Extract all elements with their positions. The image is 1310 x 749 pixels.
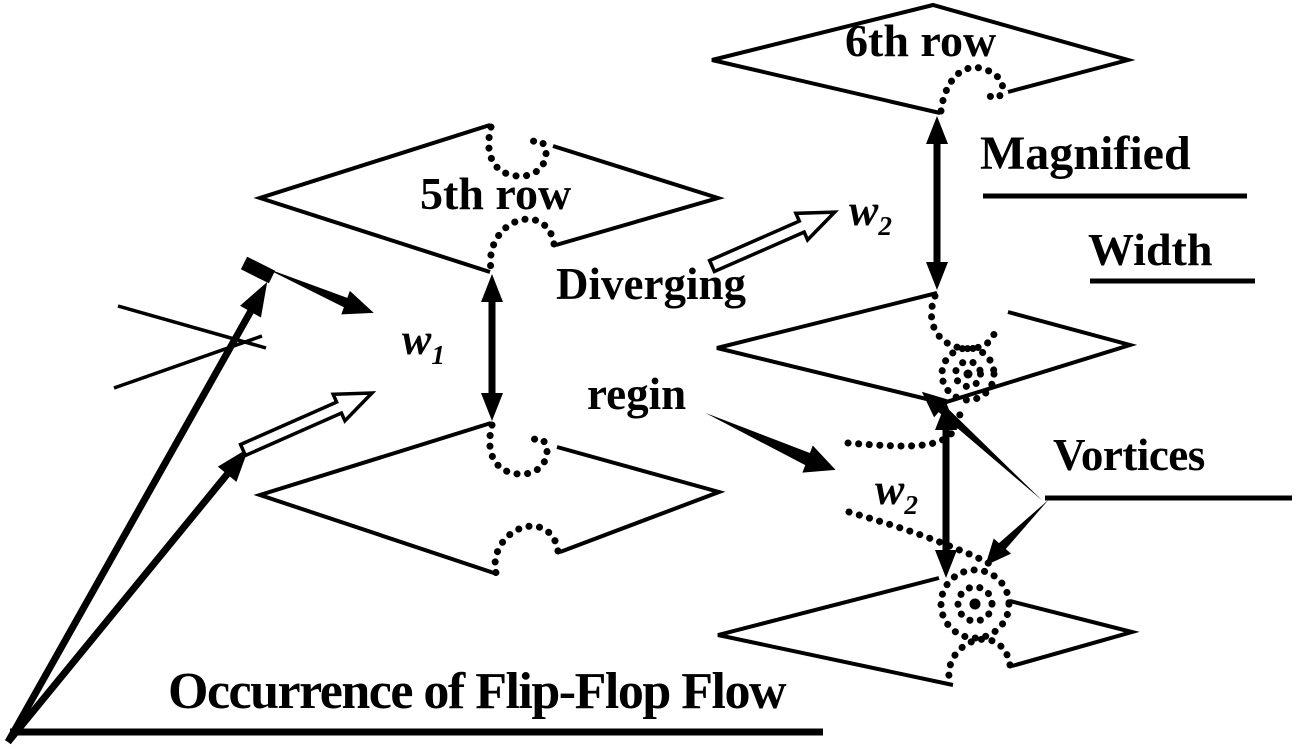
separation-notch-6th-row bbox=[937, 64, 1007, 115]
vortex-spiral-upper-outer bbox=[938, 344, 998, 404]
label-diverging: Diverging bbox=[556, 259, 746, 309]
width-arrow-w1 bbox=[481, 274, 503, 421]
label-width: Width bbox=[1088, 224, 1213, 275]
vortices-pointer-lower bbox=[985, 499, 1049, 566]
partial-fin-edge-lower bbox=[113, 334, 263, 390]
label-w1: w1 bbox=[402, 318, 445, 369]
pin-fin-magnified-lower bbox=[717, 576, 1140, 687]
label-vortices: Vortices bbox=[1053, 430, 1205, 480]
label-w2-upper: w2 bbox=[849, 189, 892, 240]
vortices-pointer-upper bbox=[921, 391, 1043, 501]
separation-notch-4th-row-top bbox=[486, 421, 551, 478]
separation-notch-5th-row-top bbox=[485, 123, 550, 180]
flip-arrow bbox=[263, 267, 374, 315]
label-magnified: Magnified bbox=[980, 127, 1191, 180]
label-5th-row: 5th row bbox=[420, 168, 572, 219]
label-w2-upper-base: w bbox=[849, 186, 879, 235]
width-arrow-w2-upper bbox=[926, 116, 948, 290]
width-arrow-w2-lower bbox=[935, 402, 957, 578]
label-6th-row: 6th row bbox=[845, 15, 997, 66]
diverging-flow-arrow-lower bbox=[238, 391, 377, 458]
separation-notch-4th-row-bottom bbox=[491, 522, 562, 577]
separation-curl-magnified-upper bbox=[927, 292, 999, 353]
separation-notch-magnified-lower bbox=[945, 635, 1014, 687]
separation-notch-5th-row-bottom bbox=[486, 215, 558, 273]
label-w2-lower: w2 bbox=[875, 468, 918, 519]
flip-arrow-bar bbox=[240, 256, 276, 284]
figure-caption: Occurrence of Flip-Flop Flow bbox=[168, 663, 787, 720]
pin-fin-5th-row bbox=[253, 123, 725, 274]
diverging-flow-arrow-upper bbox=[707, 210, 839, 274]
vortex-spiral-lower-outer bbox=[937, 566, 1013, 642]
label-w2-upper-sub: 2 bbox=[878, 210, 892, 241]
label-w1-sub: 1 bbox=[431, 339, 445, 370]
vortex-spiral-lower-inner bbox=[954, 583, 996, 625]
vortex-spiral-lower bbox=[937, 566, 1013, 642]
label-w1-base: w bbox=[402, 315, 432, 364]
label-regin: regin bbox=[587, 369, 687, 419]
vortex-spiral-lower-core bbox=[969, 598, 981, 610]
flow-arrow-main bbox=[4, 281, 268, 744]
pin-fin-magnified-upper bbox=[716, 291, 1138, 406]
flow-arrow-secondary bbox=[5, 447, 249, 745]
partial-fin-edge-upper bbox=[117, 304, 267, 350]
vortex-spiral-upper bbox=[938, 344, 998, 404]
vortex-spiral-upper-core bbox=[963, 369, 973, 379]
label-w2-lower-base: w bbox=[875, 465, 905, 514]
pin-fin-6th-row bbox=[711, 2, 1136, 115]
shear-layer-dots-lower bbox=[845, 508, 1000, 572]
magnify-pointer-arrow bbox=[705, 412, 836, 473]
label-w2-lower-sub: 2 bbox=[904, 489, 918, 520]
pin-fin-4th-row bbox=[253, 421, 726, 576]
vortex-spiral-upper-inner bbox=[952, 358, 984, 390]
